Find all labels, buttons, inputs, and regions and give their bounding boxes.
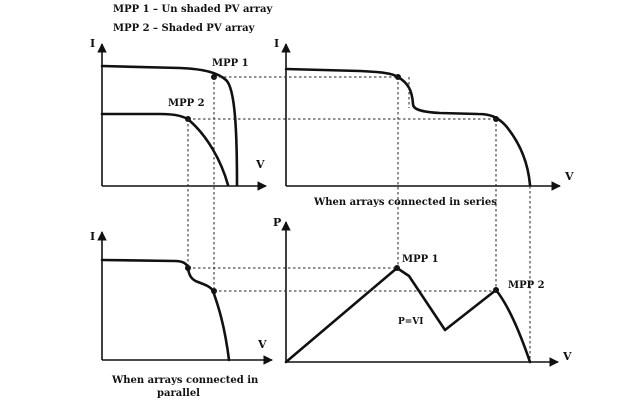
pv-curve: [284, 266, 532, 364]
parallel-iv-curve: [100, 258, 231, 362]
mpp1-label: MPP 1: [212, 58, 249, 69]
y-axis-label: I: [90, 230, 95, 243]
mpp2-label: MPP 2: [508, 280, 545, 291]
shaded-iv-curve: [100, 112, 230, 187]
legend-mpp1: MPP 1 – Un shaded PV array: [113, 4, 273, 15]
mpp1-point: [394, 265, 400, 271]
series-caption: When arrays connected in series: [313, 197, 497, 208]
parallel-caption-line2: parallel: [157, 388, 200, 399]
panel-top-left: I V MPP 1 MPP 2: [90, 37, 267, 191]
mpp2-label: MPP 2: [168, 98, 205, 109]
series-iv-curve: [284, 67, 532, 187]
parallel-caption-line1: When arrays connected in: [111, 375, 259, 386]
unshaded-iv-curve: [100, 64, 239, 187]
y-axis-label: P: [273, 216, 281, 229]
x-axis-label: V: [257, 338, 267, 351]
panel-top-right: I V When arrays connected in series: [274, 37, 574, 208]
legend-mpp2: MPP 2 – Shaded PV array: [113, 23, 256, 34]
mpp1-label: MPP 1: [402, 254, 439, 265]
x-axis-label: V: [562, 350, 572, 363]
y-axis-label: I: [274, 37, 279, 50]
x-axis-label: V: [564, 170, 574, 183]
y-axis-label: I: [90, 37, 95, 50]
pv-curve-label: P=VI: [398, 317, 424, 327]
panel-bottom-left: I V When arrays connected in parallel: [90, 230, 273, 399]
projection-guides: [187, 76, 531, 362]
x-axis-label: V: [255, 158, 265, 171]
panel-bottom-right: P V MPP 1 MPP 2 P=VI: [273, 216, 572, 367]
